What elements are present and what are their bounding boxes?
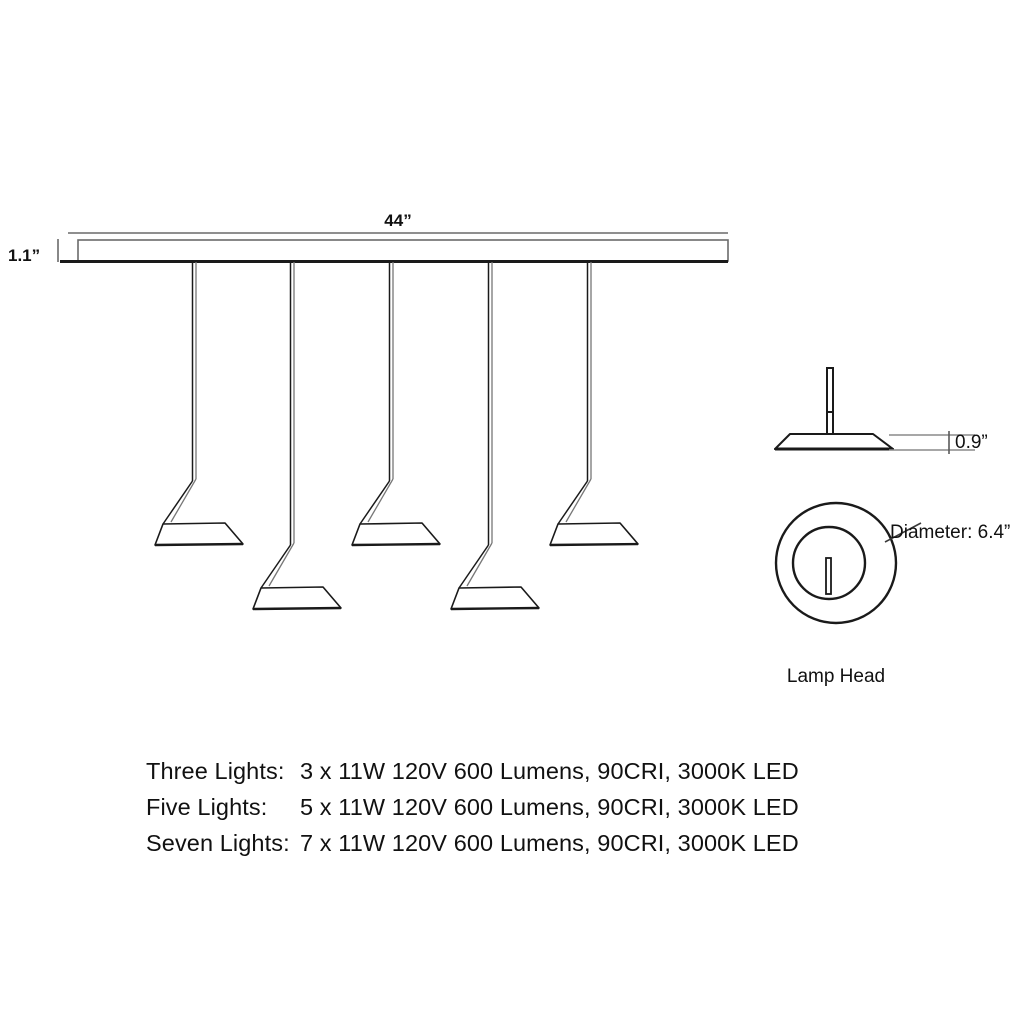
diameter-leader-line xyxy=(884,522,922,543)
lamp-head-height-label: 0.9” xyxy=(955,432,988,453)
spec-detail-text: 3 x 11W 120V 600 Lumens, 90CRI, 3000K LE… xyxy=(300,758,799,784)
pendant-4 xyxy=(450,262,540,611)
pendant-3 xyxy=(351,262,441,547)
spec-row: Seven Lights: 7 x 11W 120V 600 Lumens, 9… xyxy=(146,830,799,856)
lamp-head-plan-view: Diameter: 6.4” Lamp Head xyxy=(774,501,1010,687)
specifications-block: Three Lights: 3 x 11W 120V 600 Lumens, 9… xyxy=(146,758,799,856)
pendant-2 xyxy=(252,262,342,611)
canopy-body xyxy=(77,239,729,262)
pendant-1 xyxy=(154,262,244,547)
lamp-head-diameter-label: Diameter: 6.4” xyxy=(890,522,1010,543)
spec-detail-text: 5 x 11W 120V 600 Lumens, 90CRI, 3000K LE… xyxy=(300,794,799,820)
spec-config-label: Five Lights: xyxy=(146,794,267,820)
spec-config-label: Three Lights: xyxy=(146,758,284,784)
lamp-head-caption: Lamp Head xyxy=(787,666,885,687)
spec-row: Five Lights: 5 x 11W 120V 600 Lumens, 90… xyxy=(146,794,799,820)
pendant-5 xyxy=(549,262,639,547)
lamp-head-side-view: 0.9” xyxy=(774,367,988,454)
canopy-width-label: 44” xyxy=(384,211,411,230)
canopy-height-label: 1.1” xyxy=(8,246,40,265)
lamp-head-center-rod xyxy=(825,557,832,595)
spec-row: Three Lights: 3 x 11W 120V 600 Lumens, 9… xyxy=(146,758,799,784)
spec-config-label: Seven Lights: xyxy=(146,830,290,856)
spec-detail-text: 7 x 11W 120V 600 Lumens, 90CRI, 3000K LE… xyxy=(300,830,799,856)
front-elevation-group: 44” 1.1” xyxy=(8,211,729,611)
